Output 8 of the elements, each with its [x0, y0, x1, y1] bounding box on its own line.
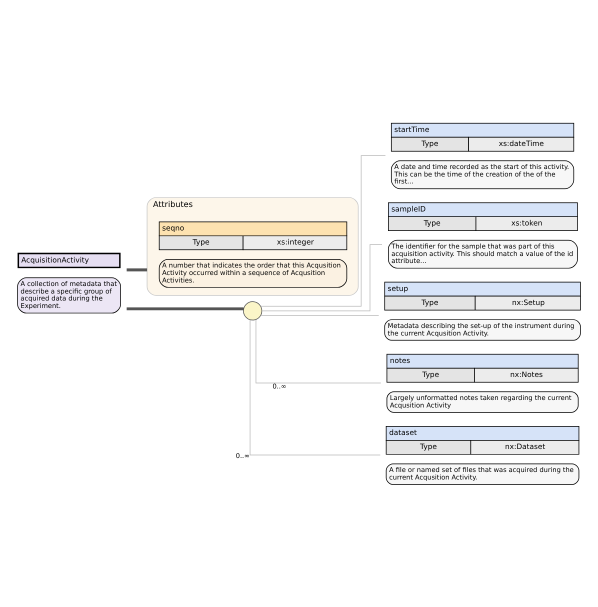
connector — [260, 155, 386, 307]
connector — [262, 244, 382, 312]
node-circle — [243, 301, 262, 320]
connector — [256, 319, 382, 384]
connector — [126, 268, 148, 272]
connector — [260, 315, 380, 316]
connector — [250, 320, 381, 456]
connector — [126, 307, 244, 310]
